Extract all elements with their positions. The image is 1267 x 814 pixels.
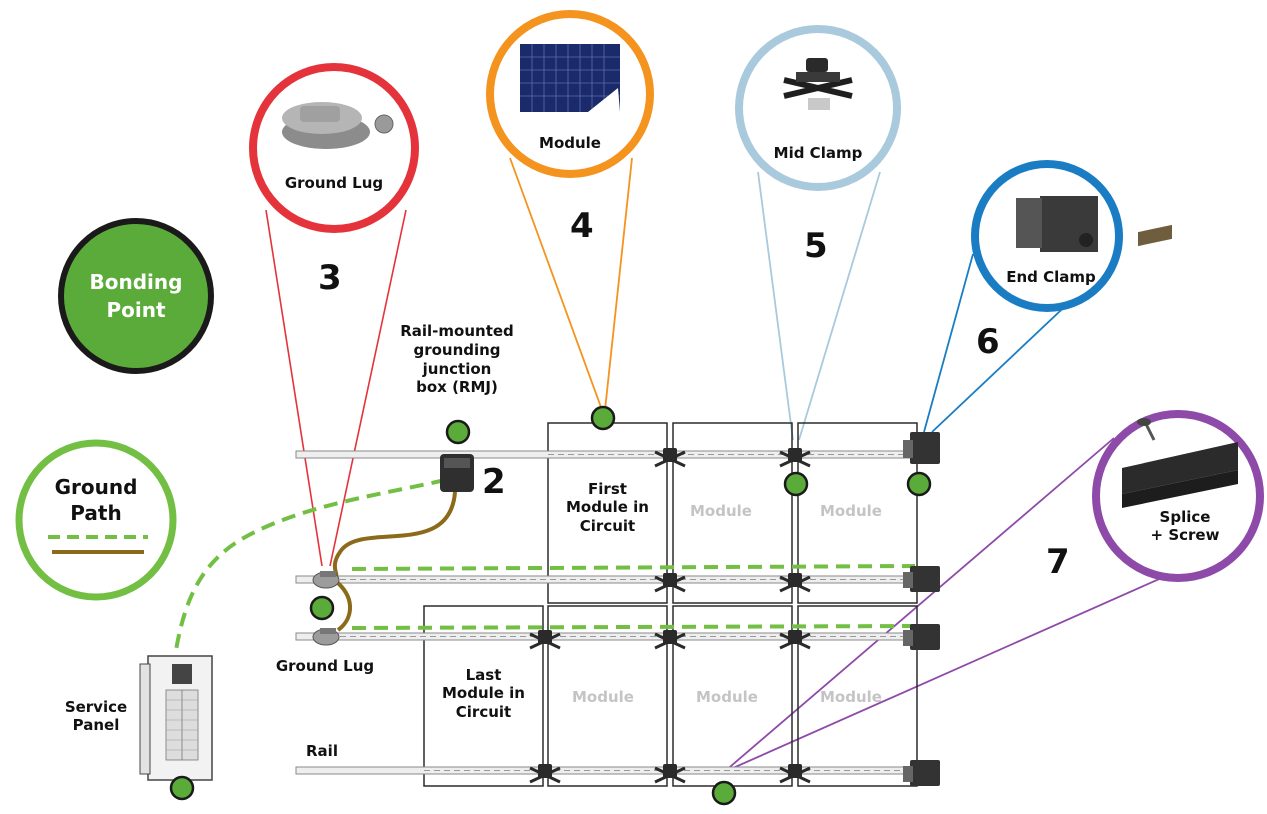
- ground-lug-callout-label: Ground Lug: [284, 174, 384, 192]
- mid-clamp-number: 5: [804, 226, 828, 266]
- bonding-point-dot: [590, 405, 616, 431]
- ground-lug-number: 3: [318, 258, 342, 298]
- bonding-point-dot: [906, 471, 932, 497]
- ground-lug-lower-label: Ground Lug: [275, 657, 375, 675]
- service-panel-line1: Service: [64, 698, 128, 716]
- rail-label: Rail: [306, 742, 338, 760]
- end-clamps: [903, 432, 940, 786]
- rmj-label-line2: grounding: [413, 340, 501, 359]
- rail-ground-lug-icon: [312, 628, 340, 646]
- module-label-top-3: Module: [820, 502, 882, 520]
- bonding-point-legend: [58, 218, 214, 374]
- end-clamp-callout-lines: [923, 253, 1077, 433]
- bonding-point-dot: [445, 419, 471, 445]
- bonding-point-dot: [169, 775, 195, 801]
- bonding-point-dot: [711, 780, 737, 806]
- mid-clamp-icon: [654, 764, 686, 784]
- splice-callout: [1092, 224, 1264, 582]
- service-panel-icon: [139, 655, 213, 781]
- mid-clamp-icon: [529, 630, 561, 650]
- end-clamp-large-icon: [1016, 196, 1098, 252]
- splice-label-line2: + Screw: [1150, 526, 1220, 545]
- module-label-bottom-4: Module: [820, 688, 882, 706]
- last-module-panel: [423, 605, 544, 787]
- service-panel-label: Service Panel: [56, 698, 136, 735]
- mid-clamp-icon: [529, 764, 561, 784]
- end-clamp-callout: [971, 160, 1123, 312]
- first-module-line1: First: [588, 480, 627, 498]
- mid-clamp-icon: [779, 448, 811, 468]
- module-panel-top-3: [797, 422, 918, 604]
- end-clamp-icon: [903, 624, 940, 650]
- ground-lug-icon: [282, 102, 394, 149]
- mid-clamp-icon: [654, 573, 686, 593]
- last-module-line2: Module in: [441, 684, 525, 703]
- rail-ground-lug-icon: [312, 571, 340, 589]
- first-module-label: First Module in Circuit: [548, 480, 667, 535]
- copper-conductor: [332, 491, 457, 632]
- module-array: [423, 422, 918, 787]
- rmj-label-line1: Rail-mounted: [400, 322, 514, 340]
- mid-clamps: [529, 448, 811, 784]
- rmj-label: Rail-mounted grounding junction box (RMJ…: [392, 322, 522, 397]
- ground-lug-callout: [249, 63, 419, 233]
- bonding-point-dot: [783, 471, 809, 497]
- module-callout-lines: [509, 157, 633, 411]
- rmj-label-line3: junction: [422, 359, 492, 378]
- bonding-point-markers: [169, 405, 932, 806]
- rmj-label-line4: box (RMJ): [416, 378, 498, 397]
- ground-path-legend-title: Ground Path: [36, 474, 156, 526]
- mid-clamp-icon: [654, 448, 686, 468]
- mid-clamp-callout-label: Mid Clamp: [773, 144, 863, 162]
- module-number: 4: [570, 206, 594, 246]
- mid-clamp-icon: [779, 630, 811, 650]
- rmj-box-icon: [440, 454, 474, 492]
- module-callout: [486, 10, 654, 178]
- end-clamp-icon: [903, 760, 940, 786]
- splice-label-line1: Splice: [1159, 508, 1211, 526]
- end-clamp-callout-label: End Clamp: [1006, 268, 1096, 286]
- splice-icon: [1122, 224, 1238, 508]
- bonding-point-title: Bonding Point: [89, 270, 183, 322]
- module-panel-bottom-4: [797, 605, 918, 787]
- module-icon: [520, 44, 620, 112]
- module-panel-top-2: [672, 422, 793, 604]
- mid-clamp-icon: [783, 58, 853, 110]
- mid-clamp-callout-lines: [757, 171, 881, 441]
- splice-callout-label: Splice + Screw: [1130, 508, 1240, 545]
- last-module-line3: Circuit: [455, 702, 512, 721]
- module-panel-bottom-2: [547, 605, 668, 787]
- module-label-top-2: Module: [690, 502, 752, 520]
- first-module-line2: Module in: [565, 498, 649, 517]
- mid-clamp-icon: [779, 573, 811, 593]
- ground-path-legend: [15, 439, 177, 601]
- legend-title-line2: Path: [70, 501, 122, 525]
- last-module-line1: Last: [465, 666, 502, 684]
- service-panel-line2: Panel: [72, 716, 120, 735]
- ground-lug-callout-lines: [265, 209, 407, 567]
- last-module-label: Last Module in Circuit: [424, 666, 543, 721]
- splice-number: 7: [1046, 542, 1070, 582]
- module-callout-label: Module: [539, 134, 601, 152]
- first-module-line3: Circuit: [579, 516, 636, 535]
- mid-clamp-callout: [735, 25, 901, 191]
- end-clamp-icon: [903, 566, 940, 592]
- module-label-bottom-3: Module: [696, 688, 758, 706]
- ground-path: [174, 478, 916, 651]
- mid-clamp-icon: [654, 630, 686, 650]
- end-clamp-icon: [903, 432, 940, 464]
- bonding-point-dot: [309, 595, 335, 621]
- end-clamp-number: 6: [976, 322, 1000, 362]
- mid-clamp-icon: [779, 764, 811, 784]
- screw-icon: [1137, 418, 1156, 441]
- legend-title-line1: Ground: [54, 475, 138, 499]
- module-label-bottom-2: Module: [572, 688, 634, 706]
- rmj-number: 2: [482, 462, 506, 502]
